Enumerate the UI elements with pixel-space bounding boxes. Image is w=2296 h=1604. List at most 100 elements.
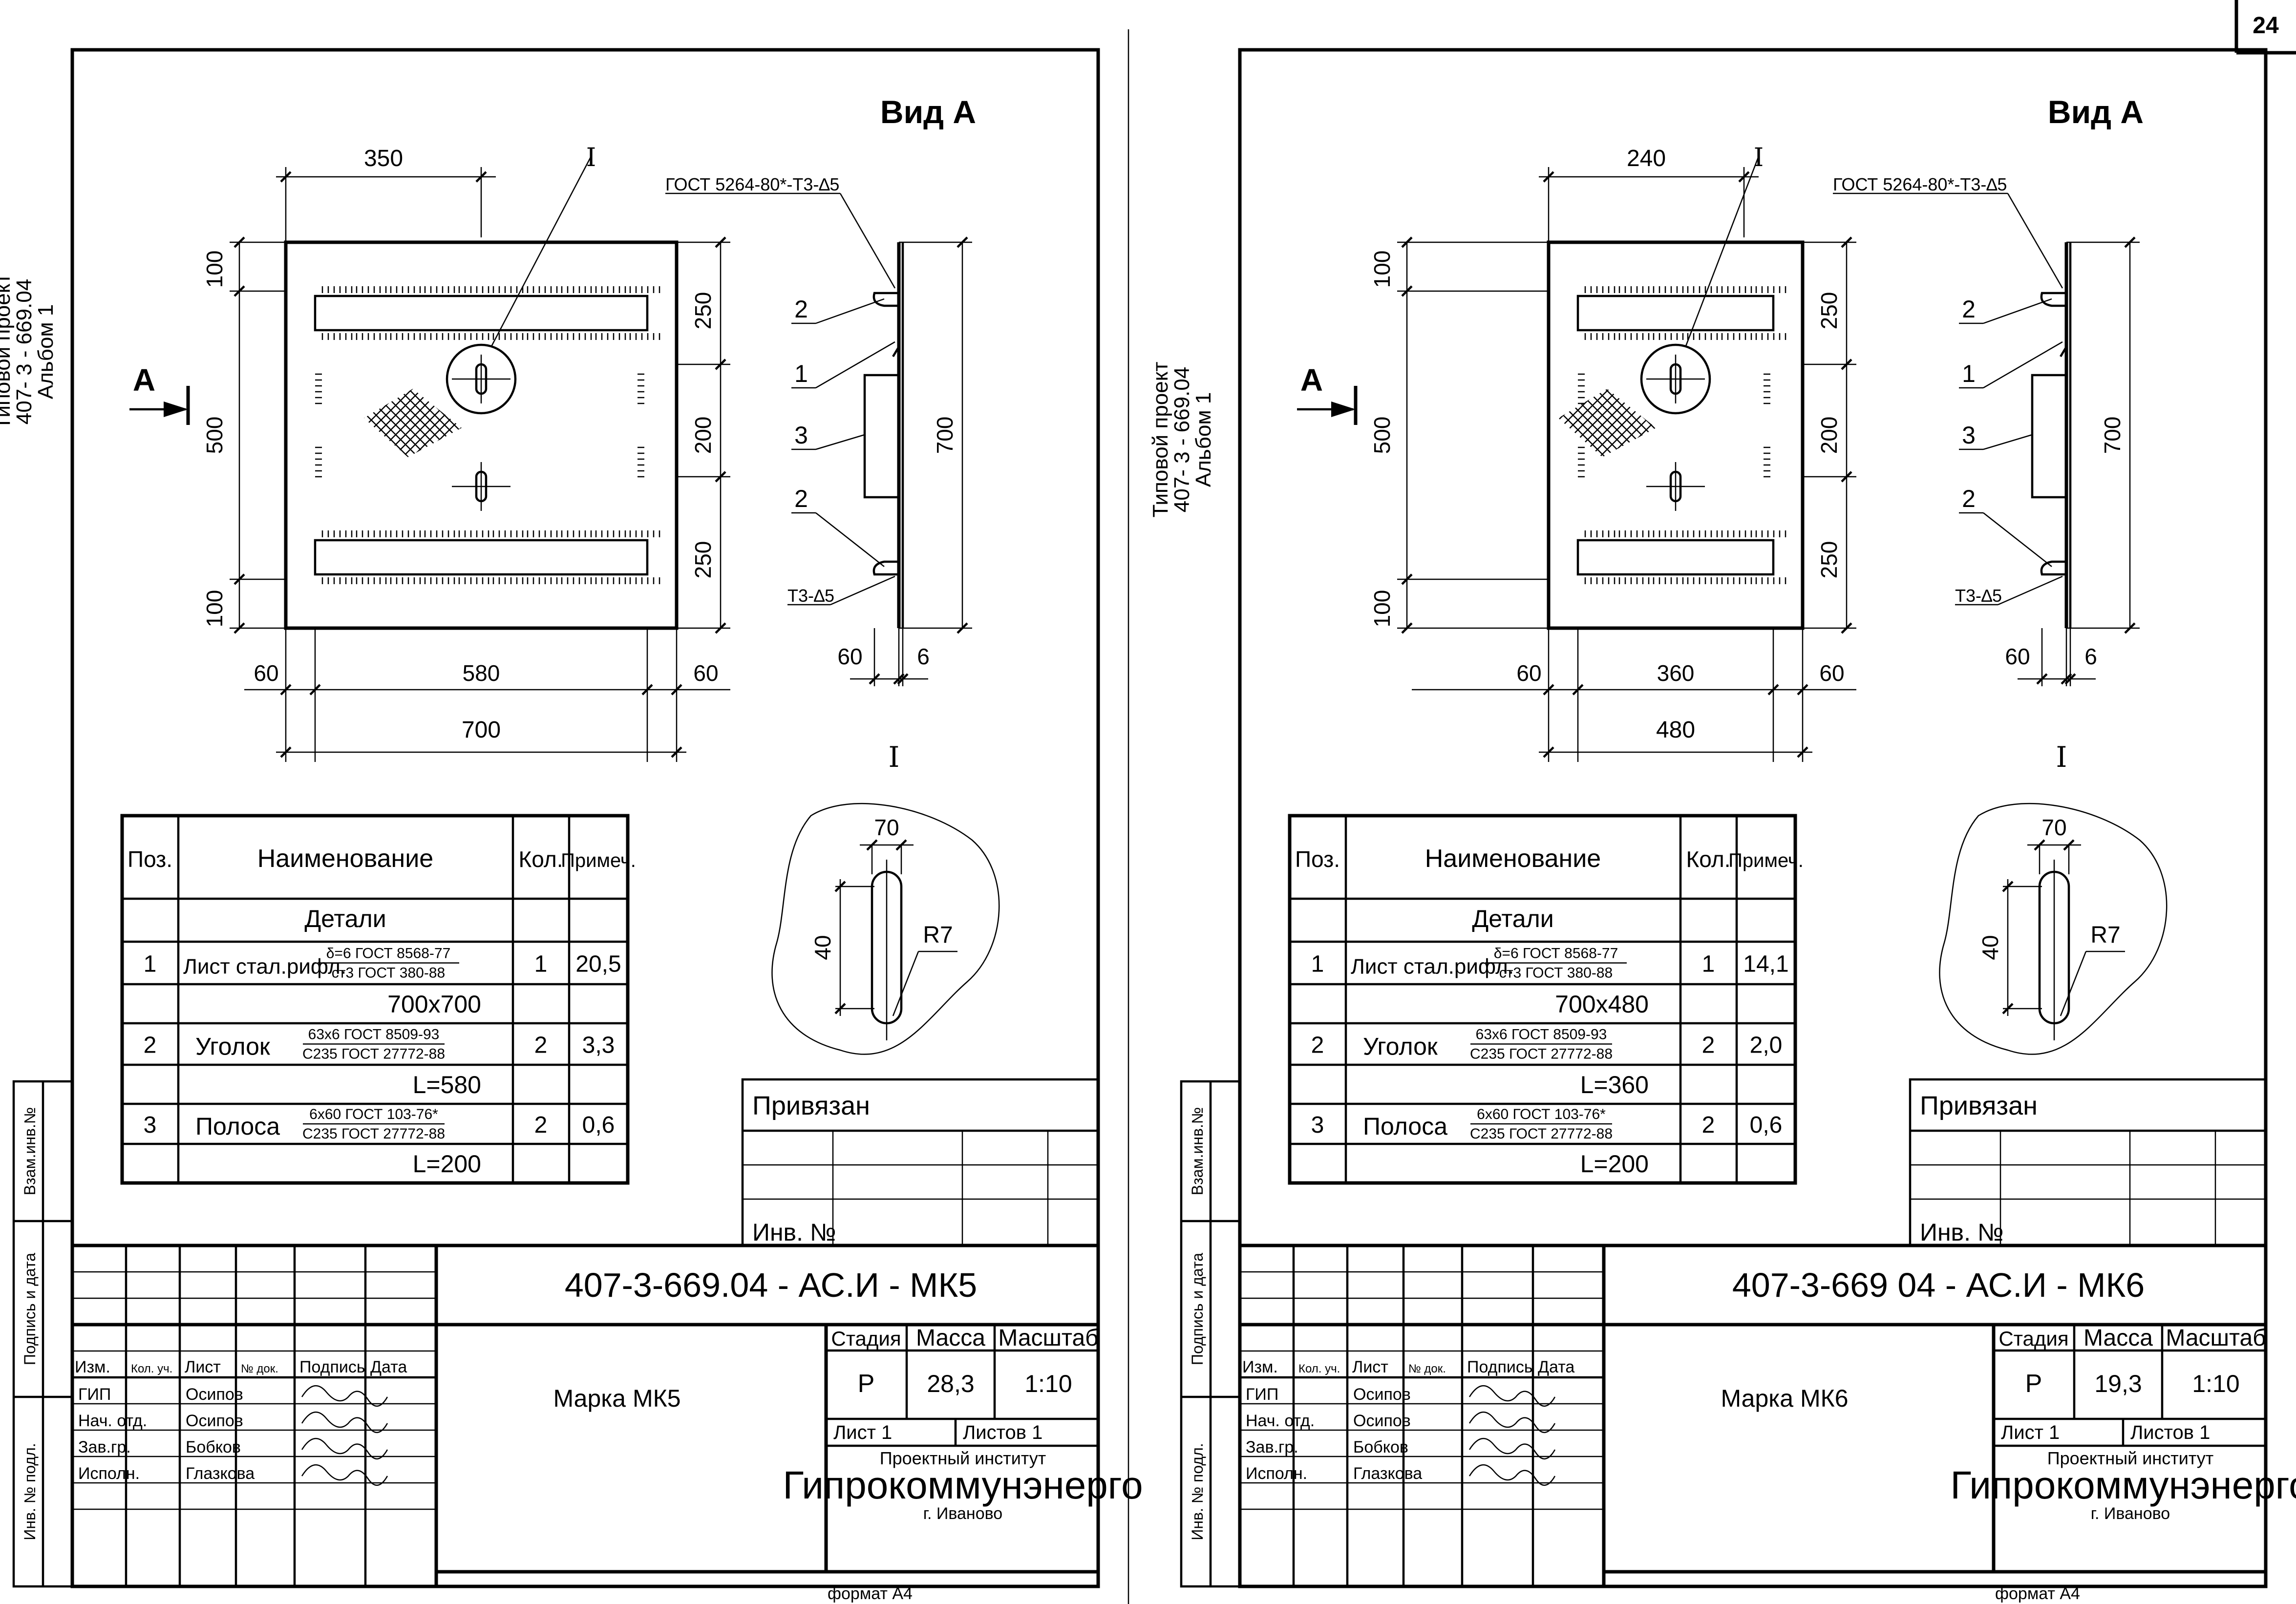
weld-note-top: ГОСТ 5264-80*-Т3-∆5 (1833, 174, 2007, 194)
angle-profile (872, 560, 899, 576)
weld-leader (839, 193, 896, 289)
title-sheets: Листов 1 (963, 1422, 1042, 1443)
title-col-header: Подпись (299, 1358, 365, 1376)
detail-radius: R7 (923, 922, 953, 948)
title-sheet: Лист 1 (833, 1422, 892, 1443)
tread-tick (492, 529, 524, 538)
weld-leader (2007, 193, 2063, 289)
dim-tick (1841, 359, 1852, 370)
title-person: Бобков (1353, 1438, 1408, 1456)
tread-tick (1687, 529, 1718, 538)
spec-std-top: δ=6 ГОСТ 8568-77 (326, 946, 451, 962)
title-sheet: Лист 1 (2001, 1422, 2060, 1443)
dim-tick (1841, 236, 1852, 248)
tread-tick (629, 529, 660, 538)
spec-section: Детали (304, 905, 386, 932)
title-col-header: Изм. (75, 1358, 110, 1376)
left-project-title: Типовой проект 407- 3 - 669.04 Альбом 1 (0, 274, 58, 429)
tread-tick (561, 332, 592, 341)
spec-table-frame (120, 814, 630, 1185)
dim-right-top: 250 (690, 292, 716, 330)
stamp-label: Взам.инв.№ (21, 1107, 39, 1195)
dim-side-height: 700 (2100, 417, 2125, 454)
spec-size: L=200 (413, 1150, 481, 1178)
dim-tick (234, 622, 245, 634)
tread-tick (1653, 576, 1684, 585)
dim-tick (1543, 746, 1554, 758)
weld-leader (1998, 575, 2063, 606)
title-mass: 28,3 (927, 1370, 974, 1397)
radius-leader (892, 951, 919, 1016)
dim-tick (280, 171, 292, 183)
position-leader (815, 512, 885, 567)
dim-tick (2034, 839, 2045, 851)
dim-tick (671, 684, 682, 696)
weld-mark (892, 346, 900, 358)
title-stage-header: Стадия (1998, 1327, 2068, 1350)
tread-tick (1721, 332, 1752, 341)
tread-tick (527, 332, 558, 341)
title-stage: Р (2025, 1370, 2042, 1398)
spec-name: Лист стал.рифл. (183, 955, 346, 979)
spec-std-bottom: С235 ГОСТ 27772-88 (302, 1126, 445, 1142)
title-col-header: Дата (1538, 1358, 1574, 1376)
title-role: Нач. отд. (1246, 1412, 1315, 1430)
dim-side-a: 60 (2005, 644, 2030, 669)
position-leader (815, 298, 885, 324)
spec-size: 700x700 (387, 991, 481, 1018)
angle-profile (2040, 560, 2066, 576)
signature (301, 1437, 388, 1460)
tread-tick (595, 285, 626, 294)
spec-name: Уголок (195, 1033, 271, 1060)
detail-boundary (1939, 802, 2168, 1055)
section-marker: А (133, 362, 155, 398)
tread-pattern (364, 389, 462, 457)
signature (1468, 1437, 1556, 1460)
dim-bottom-right: 60 (693, 660, 718, 686)
angle-profile (2040, 292, 2066, 307)
tread-tick (390, 529, 421, 538)
spec-qty: 2 (534, 1033, 548, 1058)
position-label: 1 (794, 360, 808, 387)
spec-header-name: Наименование (257, 844, 433, 873)
dim-tick (2002, 1003, 2014, 1014)
tread-tick (1687, 285, 1718, 294)
spec-size: L=360 (1580, 1071, 1649, 1098)
dim-tick (1841, 622, 1852, 634)
detail-callout-circle (1640, 343, 1711, 415)
dim-top: 240 (1627, 146, 1666, 171)
tread-tick (527, 576, 558, 585)
title-scale-header: Масштаб (998, 1325, 1098, 1351)
title-scale: 1:10 (1024, 1370, 1072, 1397)
view-title: Вид А (2048, 94, 2144, 130)
spec-name: Полоса (1363, 1113, 1447, 1140)
tread-tick (321, 332, 353, 341)
spec-pos: 2 (1311, 1033, 1324, 1058)
tread-tick (561, 576, 592, 585)
spec-pos: 2 (144, 1033, 157, 1058)
section-marker: А (1300, 362, 1323, 398)
dim-tick (671, 746, 682, 758)
spec-name: Уголок (1363, 1033, 1438, 1060)
title-col-header: Подпись (1467, 1358, 1533, 1376)
dim-tick (834, 1003, 846, 1014)
tread-tick (629, 576, 660, 585)
tread-tick (1584, 529, 1616, 538)
spec-std-bottom: С235 ГОСТ 27772-88 (302, 1046, 445, 1062)
angle-strip (314, 539, 649, 576)
dim-tick (895, 839, 907, 851)
spec-std-top: 63х6 ГОСТ 8509-93 (308, 1027, 440, 1043)
detail-callout-circle (446, 343, 517, 415)
tread-tick (1687, 332, 1718, 341)
tread-tick (1584, 285, 1616, 294)
tread-tick (1763, 373, 1771, 404)
org-line1: Проектный институт (2047, 1448, 2213, 1468)
spec-std-bottom: ст3 ГОСТ 380-88 (1499, 965, 1613, 981)
project-line-2: 407- 3 - 669.04 (12, 279, 36, 424)
tread-tick (458, 576, 489, 585)
signature (1468, 1464, 1556, 1486)
title-name: Марка МК6 (1721, 1385, 1848, 1412)
title-col-header: Лист (1352, 1358, 1388, 1376)
